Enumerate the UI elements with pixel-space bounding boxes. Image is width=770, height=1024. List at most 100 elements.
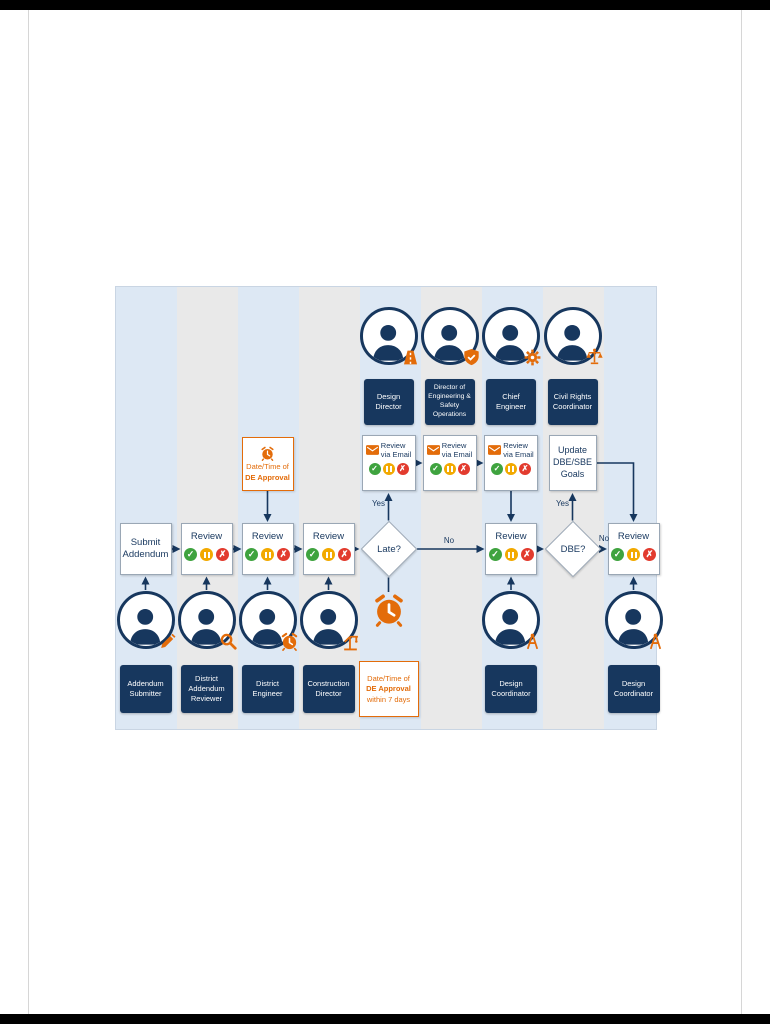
road-icon xyxy=(403,350,417,365)
avatar xyxy=(543,307,602,365)
approve-icon: ✓ xyxy=(429,463,442,475)
status-row: ✓ ✗ xyxy=(609,548,659,561)
pending-icon xyxy=(443,463,456,475)
label-construction-director: Construction Director xyxy=(302,665,355,713)
late-no-label: No xyxy=(443,536,455,545)
status-row: ✓ ✗ xyxy=(243,548,293,561)
approve-icon: ✓ xyxy=(306,548,319,561)
review-box-district-engineer: Review ✓ ✗ xyxy=(241,523,294,575)
scales-icon xyxy=(585,348,603,365)
review-label: Review xyxy=(251,531,284,542)
review-box-design-coordinator2: Review ✓ ✗ xyxy=(607,523,660,575)
crane-icon xyxy=(343,635,358,651)
label-chief-engineer: Chief Engineer xyxy=(486,379,536,425)
reject-icon: ✗ xyxy=(277,548,290,561)
label-design-director: Design Director xyxy=(363,379,414,425)
status-row: ✓ ✗ xyxy=(182,548,232,561)
avatar xyxy=(238,591,297,649)
avatar xyxy=(604,591,663,649)
pending-icon xyxy=(200,548,213,561)
review-via-email-box-chief-engineer: Review via Email ✓ ✗ xyxy=(484,435,538,491)
persona-chief-engineer xyxy=(482,307,541,366)
late-yes-label: Yes xyxy=(371,499,385,508)
label-district-addendum-reviewer: District Addendum Reviewer xyxy=(180,665,233,713)
email-icon xyxy=(427,445,440,455)
de-approval-note-line1: Date/Time of xyxy=(246,462,289,472)
review-box-construction-director: Review ✓ ✗ xyxy=(302,523,355,575)
review-via-email-box-design-director: Review via Email ✓ ✗ xyxy=(361,435,416,491)
reject-icon: ✗ xyxy=(216,548,229,561)
de-approval-deadline-note: Date/Time of DE Approval within 7 days xyxy=(358,661,419,717)
shield-icon xyxy=(463,349,479,366)
reject-icon: ✗ xyxy=(519,463,531,475)
late-decision: Late? xyxy=(360,520,417,578)
submit-addendum-box: Submit Addendum xyxy=(119,523,172,575)
review-box-design-coordinator1: Review ✓ ✗ xyxy=(485,523,537,575)
label-design-coordinator2: Design Coordinator xyxy=(607,665,660,713)
status-row: ✓ ✗ xyxy=(426,463,474,475)
flow-arrow-goals-review5 xyxy=(596,462,638,522)
deadline-line3: within 7 days xyxy=(366,694,411,704)
pending-icon xyxy=(505,463,517,475)
review-box-district-addendum-reviewer: Review ✓ ✗ xyxy=(180,523,233,575)
review-label: Review xyxy=(312,531,345,542)
status-row: ✓ ✗ xyxy=(304,548,354,561)
persona-district-addendum-reviewer xyxy=(177,591,237,650)
label-addendum-submitter: Addendum Submitter xyxy=(119,665,172,713)
compass-icon xyxy=(526,633,539,650)
approve-icon: ✓ xyxy=(184,548,197,561)
review-label: Review xyxy=(190,531,223,542)
reject-icon: ✗ xyxy=(396,463,409,475)
de-approval-note: Date/Time of DE Approval xyxy=(241,437,294,491)
review-via-email-label: Review via Email xyxy=(441,441,473,459)
persona-design-coordinator2 xyxy=(604,591,663,650)
de-approval-note-line2: DE Approval xyxy=(245,472,290,482)
approve-icon: ✓ xyxy=(245,548,258,561)
reject-icon: ✗ xyxy=(520,548,534,561)
alarm-clock-icon xyxy=(280,632,299,651)
approve-icon: ✓ xyxy=(488,548,502,561)
approve-icon: ✓ xyxy=(491,463,503,475)
approve-icon: ✓ xyxy=(368,463,381,475)
reject-icon: ✗ xyxy=(457,463,470,475)
bottom-letterbox-bar xyxy=(0,1014,770,1024)
review-via-email-label: Review via Email xyxy=(503,441,534,459)
reject-icon: ✗ xyxy=(643,548,656,561)
dbe-yes-label: Yes xyxy=(555,499,569,508)
persona-director-engineering-safety xyxy=(420,307,479,366)
label-director-engineering-safety: Director of Engineering & Safety Operati… xyxy=(424,379,475,425)
review-label: Review xyxy=(495,531,527,542)
label-civil-rights-coordinator: Civil Rights Coordinator xyxy=(547,379,598,425)
avatar xyxy=(116,591,175,649)
pending-icon xyxy=(382,463,395,475)
deadline-line1: Date/Time of xyxy=(367,673,410,683)
review-label: Review xyxy=(617,531,650,542)
status-row: ✓ ✗ xyxy=(486,548,536,561)
page-right-edge xyxy=(741,10,742,1014)
page-left-edge xyxy=(28,10,29,1014)
label-district-engineer: District Engineer xyxy=(241,665,294,713)
dbe-no-label: No xyxy=(598,534,610,543)
clock-icon xyxy=(260,446,275,461)
label-design-coordinator1: Design Coordinator xyxy=(485,665,537,713)
status-row: ✓ ✗ xyxy=(487,463,535,475)
update-dbe-sbe-goals-box: Update DBE/SBE Goals xyxy=(548,435,597,491)
avatar xyxy=(482,591,540,649)
avatar xyxy=(177,591,236,649)
compass-icon xyxy=(649,633,661,650)
email-icon xyxy=(366,445,379,455)
top-letterbox-bar xyxy=(0,0,770,10)
pending-icon xyxy=(627,548,640,561)
persona-design-director xyxy=(359,307,418,365)
pending-icon xyxy=(261,548,274,561)
pending-icon xyxy=(322,548,335,561)
dbe-decision: DBE? xyxy=(544,520,601,578)
email-icon xyxy=(488,445,501,455)
pending-icon xyxy=(504,548,518,561)
pencil-icon xyxy=(160,633,176,649)
review-via-email-box-director-engineering: Review via Email ✓ ✗ xyxy=(422,435,477,491)
magnifier-icon xyxy=(220,633,237,650)
reject-icon: ✗ xyxy=(338,548,351,561)
dbe-decision-label: DBE? xyxy=(560,543,585,555)
